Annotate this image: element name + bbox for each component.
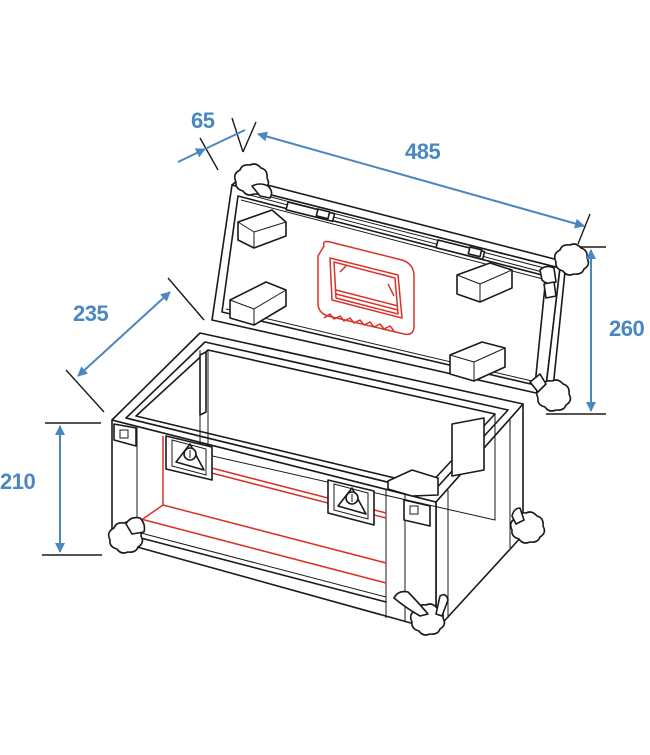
latch-right [327, 479, 375, 526]
dimension-lid-depth [177, 117, 257, 171]
lid-handle-icon [317, 240, 415, 336]
dimension-label-length: 485 [405, 139, 441, 164]
dimension-lid-height [546, 246, 606, 415]
ball-corner-body-front-left [107, 516, 146, 554]
ball-corner-body-back-right [509, 507, 546, 544]
lid-block-top-right [456, 262, 513, 303]
body-block-left [199, 351, 207, 416]
corner-bracket-front-left [113, 423, 137, 447]
dimension-label-lid-depth: 65 [191, 108, 215, 133]
lid-block-bottom-left [229, 281, 287, 326]
corner-bracket-front-right [403, 499, 431, 527]
dimension-body-height [42, 422, 102, 556]
ball-corner-lid-top-right [539, 243, 590, 299]
dimension-label-lid-height: 260 [609, 316, 645, 341]
latch-left [165, 435, 213, 481]
dimension-length [257, 131, 591, 245]
ball-corner-body-front-right [393, 590, 449, 636]
case-body [107, 332, 546, 636]
dimension-label-depth: 235 [73, 301, 109, 326]
lid-hinge-right [435, 239, 486, 261]
dimension-depth [65, 277, 205, 413]
dimension-label-body-height: 210 [0, 469, 36, 494]
body-block-right [387, 417, 485, 497]
lid-block-bottom-right [449, 341, 506, 382]
ball-corner-lid-bottom-right [529, 373, 572, 412]
